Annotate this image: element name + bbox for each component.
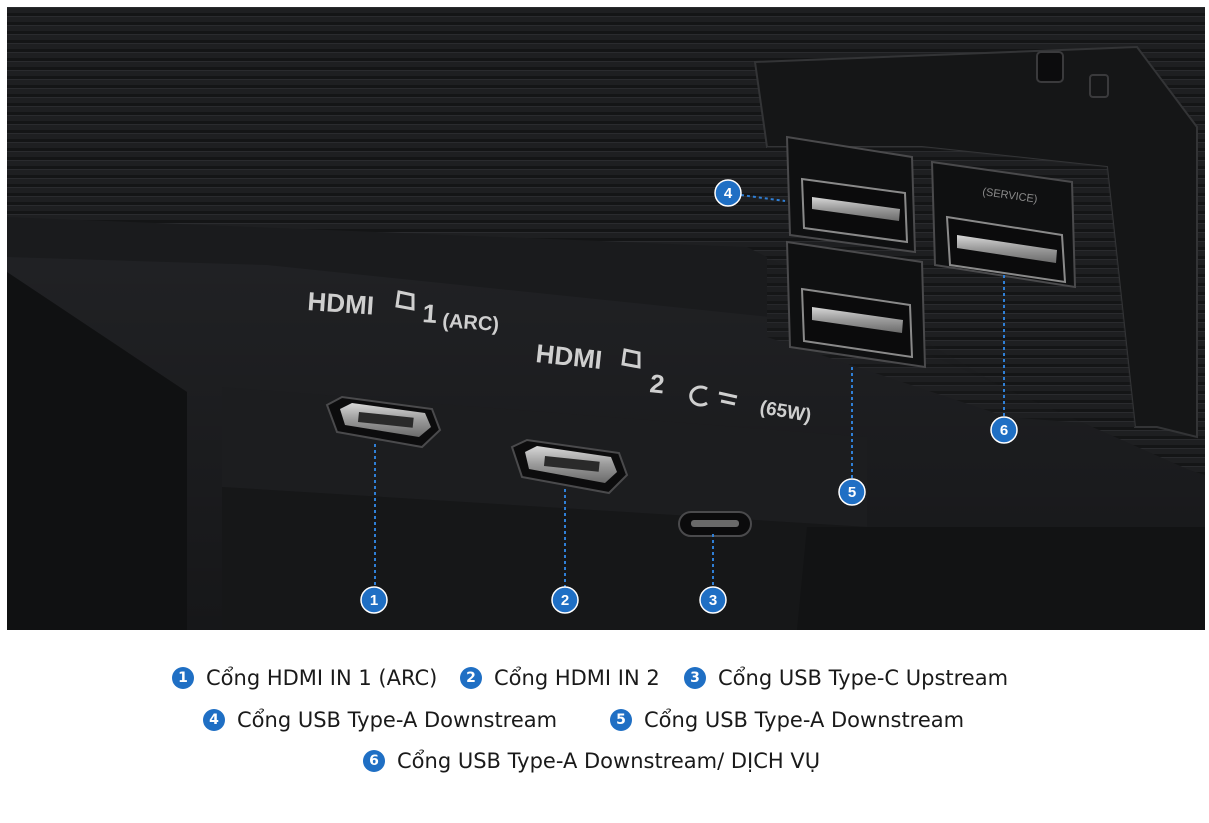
svg-text:1: 1 — [370, 592, 378, 609]
callout-1: 1 — [360, 586, 388, 614]
legend-badge-1: 1 — [172, 667, 194, 689]
hdmi1-arc-label: (ARC) — [442, 310, 500, 336]
callout-2: 2 — [551, 586, 579, 614]
hdmi1-number-label: 1 — [422, 298, 439, 329]
svg-text:6: 6 — [1000, 422, 1008, 439]
legend-text-1: Cổng HDMI IN 1 (ARC) — [206, 666, 438, 690]
kensington-lock-icon — [1036, 51, 1109, 98]
legend-item-3: 3 Cổng USB Type-C Upstream — [684, 666, 1008, 690]
svg-text:5: 5 — [848, 484, 856, 501]
hdmi1-label: HDMI — [307, 286, 375, 321]
svg-text:2: 2 — [561, 592, 569, 609]
legend-badge-3: 3 — [684, 667, 706, 689]
legend-item-6: 6 Cổng USB Type-A Downstream/ DỊCH VỤ — [363, 749, 820, 773]
usb-a-port-6-icon: (SERVICE) — [930, 160, 1077, 289]
legend-badge-2: 2 — [460, 667, 482, 689]
svg-text:4: 4 — [724, 185, 733, 202]
legend-badge-5: 5 — [610, 709, 632, 731]
legend-item-5: 5 Cổng USB Type-A Downstream — [610, 708, 964, 732]
usbc-port-icon — [678, 511, 752, 537]
legend-badge-6: 6 — [363, 750, 385, 772]
legend-text-2: Cổng HDMI IN 2 — [494, 666, 660, 690]
hdmi2-port-icon — [510, 438, 629, 495]
svg-text:3: 3 — [709, 592, 717, 609]
legend-text-4: Cổng USB Type-A Downstream — [237, 708, 558, 732]
legend-text-6: Cổng USB Type-A Downstream/ DỊCH VỤ — [397, 749, 821, 773]
callout-4: 4 — [714, 179, 742, 207]
legend-text-3: Cổng USB Type-C Upstream — [718, 666, 1009, 690]
callout-3: 3 — [699, 586, 727, 614]
callout-5: 5 — [838, 478, 866, 506]
monitor-back-photo: HDMI 1 (ARC) HDMI 2 (65W) — [7, 7, 1205, 630]
legend-text-5: Cổng USB Type-A Downstream — [644, 708, 965, 732]
hdmi1-glyph-icon — [395, 290, 415, 311]
hdmi2-number-label: 2 — [648, 368, 666, 399]
hdmi2-glyph-icon — [621, 348, 641, 369]
usbc-glyph-icon — [689, 385, 738, 407]
hdmi1-port-icon — [325, 395, 442, 449]
usb-a-port-4-icon — [785, 135, 917, 254]
legend-badge-4: 4 — [203, 709, 225, 731]
legend-item-1: 1 Cổng HDMI IN 1 (ARC) — [172, 666, 437, 690]
hdmi2-label: HDMI — [534, 338, 603, 375]
callout-6: 6 — [990, 416, 1018, 444]
usb-a-port-5-icon — [785, 240, 927, 369]
legend-item-2: 2 Cổng HDMI IN 2 — [460, 666, 660, 690]
legend-item-4: 4 Cổng USB Type-A Downstream — [203, 708, 557, 732]
